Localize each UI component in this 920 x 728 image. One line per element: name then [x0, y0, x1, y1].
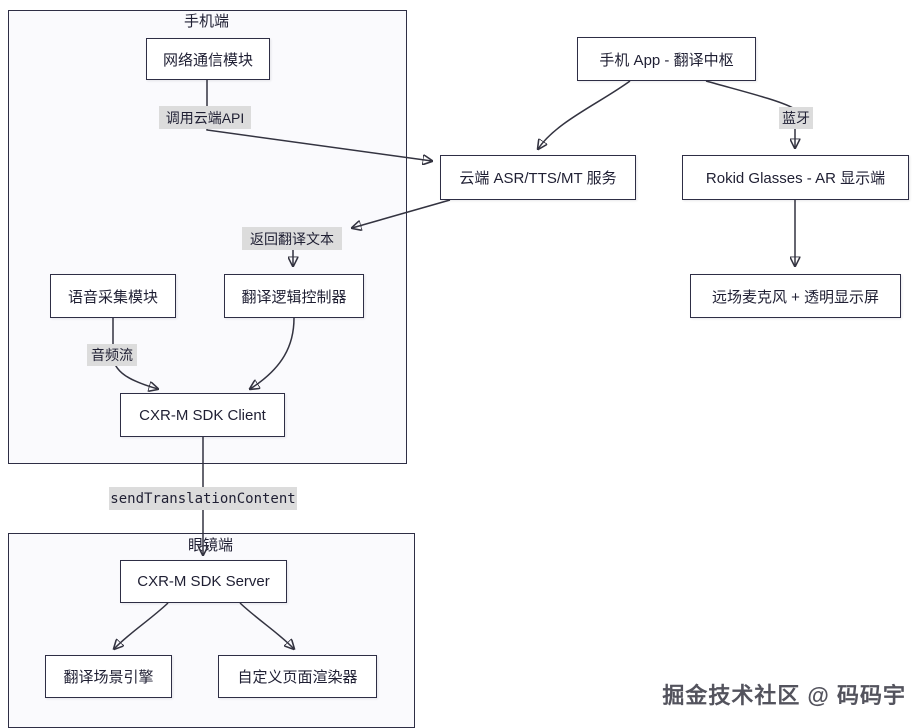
node-scene-engine: 翻译场景引擎	[45, 655, 172, 698]
node-phone-app: 手机 App - 翻译中枢	[577, 37, 756, 81]
edge-label-bluetooth: 蓝牙	[779, 107, 813, 129]
edge-label-call-cloud-api: 调用云端API	[159, 106, 251, 129]
edge-sdkserver-to-scene	[114, 602, 169, 649]
edge-sdkserver-to-renderer	[239, 602, 294, 649]
node-translation-controller: 翻译逻辑控制器	[224, 274, 364, 318]
edge-label-return-translation: 返回翻译文本	[242, 227, 342, 250]
edge-label-audio-stream: 音频流	[87, 344, 137, 366]
edge-phoneapp-to-bluetooth	[705, 80, 794, 109]
node-network-module: 网络通信模块	[146, 38, 270, 80]
edge-phoneapp-to-cloud	[538, 80, 631, 149]
edge-network-to-cloud	[206, 80, 432, 161]
node-voice-capture: 语音采集模块	[50, 274, 176, 318]
node-far-mic-display: 远场麦克风 + 透明显示屏	[690, 274, 901, 318]
node-cxr-sdk-client: CXR-M SDK Client	[120, 393, 285, 437]
node-page-renderer: 自定义页面渲染器	[218, 655, 377, 698]
edge-controller-to-sdkclient	[250, 317, 295, 389]
node-cxr-sdk-server: CXR-M SDK Server	[120, 560, 287, 603]
phone-side-container-label: 手机端	[183, 13, 229, 30]
node-rokid-glasses: Rokid Glasses - AR 显示端	[682, 155, 909, 200]
watermark-text: 掘金技术社区 @ 码码宇	[662, 683, 906, 708]
node-cloud-service: 云端 ASR/TTS/MT 服务	[440, 155, 636, 200]
edge-cloud-to-return-label	[352, 199, 451, 228]
edge-label-send-translation-content: sendTranslationContent	[109, 487, 297, 510]
